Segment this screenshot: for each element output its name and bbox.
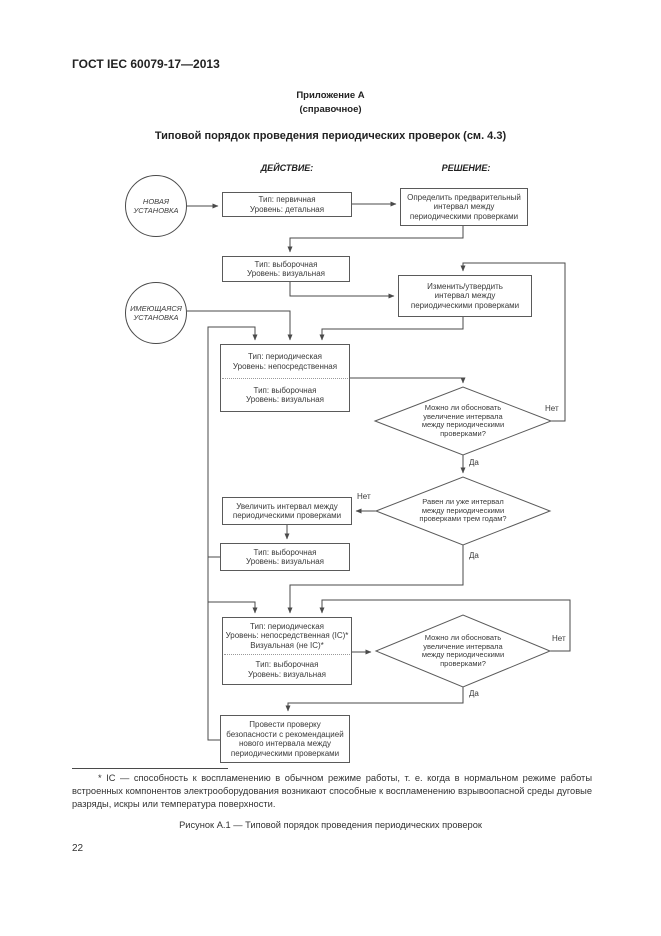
branch-label-yes: Да: [468, 689, 480, 698]
decision-diamond-1: [373, 386, 553, 456]
document-code: ГОСТ IEC 60079-17—2013: [72, 57, 220, 71]
footnote-rule: [72, 768, 228, 769]
branch-label-no: Нет: [356, 492, 372, 501]
page-number: 22: [72, 843, 84, 854]
branch-label-no: Нет: [544, 404, 560, 413]
box-divider: [222, 378, 348, 379]
appendix-title: Приложение А: [296, 90, 365, 101]
branch-label-yes: Да: [468, 551, 480, 560]
figure-caption: Рисунок А.1 — Типовой порядок проведения…: [179, 820, 482, 830]
branch-label-no: Нет: [551, 634, 567, 643]
footnote-text: * IC — способность к воспламенению в обы…: [72, 773, 592, 809]
column-header-action: ДЕЙСТВИЕ:: [260, 163, 314, 173]
appendix-note: (справочное): [299, 104, 362, 115]
branch-label-yes: Да: [468, 458, 480, 467]
decision-diamond-3: [374, 614, 552, 688]
box-divider: [224, 654, 350, 655]
decision-diamond-2: [374, 476, 552, 546]
page-title: Типовой порядок проведения периодических…: [154, 130, 507, 142]
column-header-decision: РЕШЕНИЕ:: [441, 163, 491, 173]
